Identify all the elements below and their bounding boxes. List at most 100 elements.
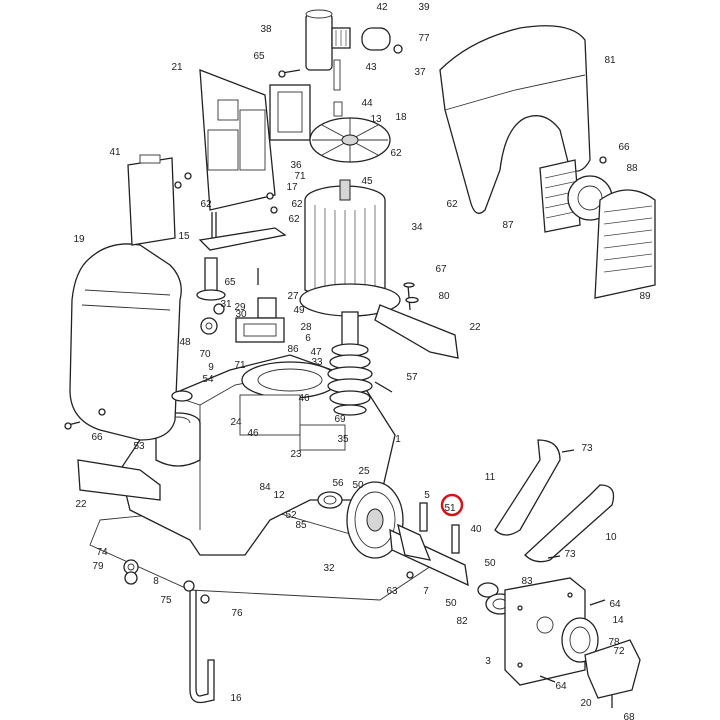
callout-73: 73 (564, 549, 576, 560)
callout-39: 39 (418, 2, 430, 13)
callout-62: 62 (291, 199, 303, 210)
callout-32: 32 (323, 563, 335, 574)
switch-plate (235, 297, 285, 343)
callout-7: 7 (423, 586, 429, 597)
vent-89 (594, 189, 656, 299)
callout-18: 18 (395, 112, 407, 123)
callout-53: 53 (133, 441, 145, 452)
callout-30: 30 (235, 309, 247, 320)
callout-70: 70 (199, 349, 211, 360)
callout-20: 20 (580, 698, 592, 709)
callout-5: 5 (424, 490, 430, 501)
callout-25: 25 (358, 466, 370, 477)
callout-23: 23 (290, 449, 302, 460)
transformer (269, 84, 311, 141)
left-cover (69, 243, 182, 441)
callout-75: 75 (160, 595, 172, 606)
callout-65: 65 (253, 51, 265, 62)
worm-gear (327, 343, 373, 416)
terminal-block (331, 27, 351, 49)
callout-76: 76 (231, 608, 243, 619)
callout-65: 65 (224, 277, 236, 288)
control-board (199, 69, 276, 211)
callout-44: 44 (361, 98, 373, 109)
callout-38: 38 (260, 24, 272, 35)
callout-33: 33 (311, 357, 323, 368)
callout-9: 9 (208, 362, 214, 373)
washer-group (123, 559, 210, 604)
release-knob (200, 303, 225, 335)
screw-65a (278, 69, 301, 78)
release-lever-10 (524, 484, 615, 563)
callout-50: 50 (484, 558, 496, 569)
callout-84: 84 (259, 482, 271, 493)
callout-67: 67 (435, 264, 447, 275)
callout-57: 57 (406, 372, 418, 383)
side-rail-left (77, 459, 161, 501)
callout-81: 81 (604, 55, 616, 66)
callout-66: 66 (91, 432, 103, 443)
shaft-7 (389, 523, 469, 587)
callout-17: 17 (286, 182, 298, 193)
limit-switch-lever (196, 227, 287, 301)
callout-71: 71 (234, 360, 246, 371)
callout-41: 41 (109, 147, 121, 158)
callout-79: 79 (92, 561, 104, 572)
callout-86: 86 (287, 344, 299, 355)
callout-48: 48 (179, 337, 191, 348)
callout-31: 31 (220, 299, 232, 310)
seal-54 (171, 390, 193, 402)
callout-12: 12 (273, 490, 285, 501)
callout-37: 37 (414, 67, 426, 78)
callout-35: 35 (337, 434, 349, 445)
callout-73: 73 (581, 443, 593, 454)
callout-14: 14 (612, 615, 624, 626)
callout-1: 1 (395, 434, 401, 445)
callout-43: 43 (365, 62, 377, 73)
callout-51: 51 (444, 503, 456, 514)
release-lever-11 (494, 439, 561, 536)
highlight-circle (440, 493, 464, 517)
callout-87: 87 (502, 220, 514, 231)
board-bracket (127, 154, 176, 246)
callout-77: 77 (418, 33, 430, 44)
callout-8: 8 (153, 576, 159, 587)
pinion-gear (561, 617, 599, 663)
callout-62: 62 (200, 199, 212, 210)
screw-66b (64, 421, 81, 430)
callout-28: 28 (300, 322, 312, 333)
callout-27: 27 (287, 291, 299, 302)
washer-80 (405, 296, 419, 304)
callout-50: 50 (445, 598, 457, 609)
anchor-bolt (183, 580, 215, 704)
callout-62: 62 (446, 199, 458, 210)
output-gear (346, 481, 404, 559)
callout-29: 29 (234, 302, 246, 313)
callout-64: 64 (555, 681, 567, 692)
pin-57 (374, 381, 393, 393)
callout-24: 24 (230, 417, 242, 428)
callout-16: 16 (230, 693, 242, 704)
callout-22: 22 (469, 322, 481, 333)
callout-72: 72 (613, 646, 625, 657)
callout-69: 69 (334, 414, 346, 425)
motor-flange (299, 283, 459, 359)
callout-19: 19 (73, 234, 85, 245)
callout-88: 88 (626, 163, 638, 174)
callout-56: 56 (332, 478, 344, 489)
callout-74: 74 (96, 547, 108, 558)
callout-6: 6 (305, 333, 311, 344)
callout-34: 34 (411, 222, 423, 233)
callout-78: 78 (608, 637, 620, 648)
callout-66: 66 (618, 142, 630, 153)
bearing-56 (317, 491, 343, 509)
callout-62: 62 (390, 148, 402, 159)
main-housing (119, 354, 396, 556)
screw-63 (406, 571, 414, 579)
callout-47: 47 (310, 347, 322, 358)
callout-46: 46 (298, 393, 310, 404)
callout-80: 80 (438, 291, 450, 302)
callout-68: 68 (623, 712, 635, 720)
callout-71: 71 (294, 171, 306, 182)
callout-40: 40 (470, 524, 482, 535)
